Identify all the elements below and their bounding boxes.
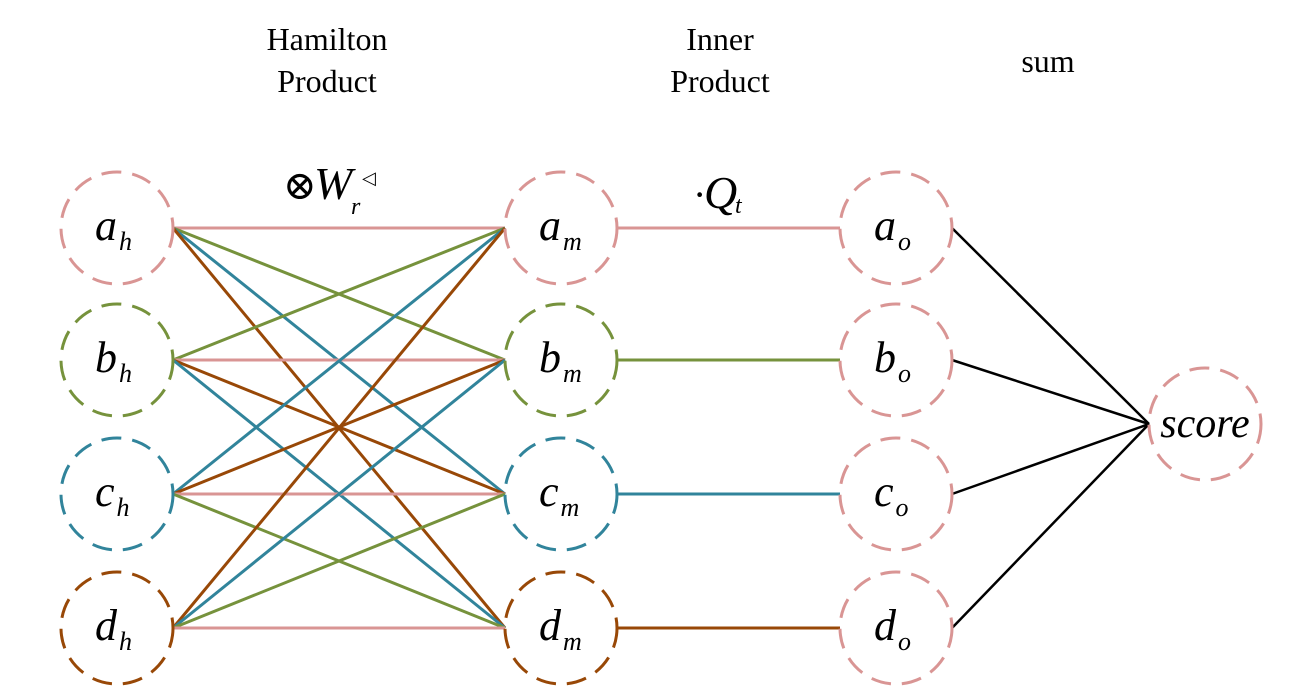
header-inner-line2: Product bbox=[670, 63, 770, 99]
node-label-d_o: do bbox=[874, 601, 911, 656]
sum-edge-d_o-score bbox=[951, 423, 1150, 629]
node-circle-a_h bbox=[59, 170, 175, 286]
node-subscript-c_h: h bbox=[117, 493, 130, 522]
node-score: score bbox=[1147, 366, 1263, 482]
hamilton-edge-c_h-a_m bbox=[172, 226, 506, 496]
node-label-b_o: bo bbox=[874, 333, 911, 388]
node-label-a_m: am bbox=[539, 201, 582, 256]
node-subscript-c_m: m bbox=[561, 493, 580, 522]
node-subscript-d_o: o bbox=[898, 627, 911, 656]
node-b_m: bm bbox=[503, 302, 619, 418]
node-letter-d_o: d bbox=[874, 601, 897, 650]
node-subscript-b_m: m bbox=[563, 359, 582, 388]
header-inner-product: Inner Product bbox=[620, 18, 820, 102]
node-d_o: do bbox=[838, 570, 954, 686]
node-circle-c_m bbox=[503, 436, 619, 552]
edges-layer bbox=[171, 226, 1150, 630]
node-circle-d_m bbox=[503, 570, 619, 686]
w-base: W bbox=[314, 158, 356, 209]
q-subscript: t bbox=[735, 193, 743, 219]
w-superscript: ◁ bbox=[362, 168, 376, 188]
node-circle-d_h bbox=[59, 570, 175, 686]
node-letter-c_h: c bbox=[95, 467, 115, 516]
hamilton-edge-b_h-a_m bbox=[172, 226, 506, 362]
node-a_m: am bbox=[503, 170, 619, 286]
q-base: Q bbox=[704, 167, 737, 218]
node-d_m: dm bbox=[503, 570, 619, 686]
node-letter-c_o: c bbox=[874, 467, 894, 516]
node-circle-c_h bbox=[59, 436, 175, 552]
node-letter-a_h: a bbox=[95, 201, 117, 250]
node-c_o: co bbox=[838, 436, 954, 552]
node-label-c_o: co bbox=[874, 467, 909, 522]
node-circle-b_o bbox=[838, 302, 954, 418]
otimes-symbol: ⊗ bbox=[283, 163, 317, 208]
node-subscript-d_m: m bbox=[563, 627, 582, 656]
w-subscript: r bbox=[351, 194, 361, 220]
node-b_o: bo bbox=[838, 302, 954, 418]
hamilton-edge-d_h-b_m bbox=[172, 358, 506, 630]
node-subscript-d_h: h bbox=[119, 627, 132, 656]
node-circle-c_o bbox=[838, 436, 954, 552]
node-subscript-a_h: h bbox=[119, 227, 132, 256]
hamilton-edge-d_h-c_m bbox=[172, 492, 506, 630]
node-label-b_m: bm bbox=[539, 333, 582, 388]
node-c_h: ch bbox=[59, 436, 175, 552]
node-letter-b_o: b bbox=[874, 333, 896, 382]
node-letter-b_h: b bbox=[95, 333, 117, 382]
node-label-a_o: ao bbox=[874, 201, 911, 256]
node-label-a_h: ah bbox=[95, 201, 132, 256]
node-subscript-b_h: h bbox=[119, 359, 132, 388]
header-sum: sum bbox=[988, 40, 1108, 82]
hamilton-edge-d_h-a_m bbox=[171, 227, 507, 629]
node-label-score: score bbox=[1160, 401, 1249, 447]
inner-operator: · Q t bbox=[693, 167, 743, 219]
node-letter-d_h: d bbox=[95, 601, 118, 650]
node-circle-d_o bbox=[838, 570, 954, 686]
sum-edge-a_o-score bbox=[951, 227, 1150, 425]
node-label-c_m: cm bbox=[539, 467, 579, 522]
node-b_h: bh bbox=[59, 302, 175, 418]
node-circle-a_o bbox=[838, 170, 954, 286]
node-label-d_m: dm bbox=[539, 601, 582, 656]
node-label-c_h: ch bbox=[95, 467, 130, 522]
node-label-b_h: bh bbox=[95, 333, 132, 388]
node-label-d_h: dh bbox=[95, 601, 132, 656]
node-letter-d_m: d bbox=[539, 601, 562, 650]
header-hamilton-line1: Hamilton bbox=[266, 21, 388, 57]
sum-edge-c_o-score bbox=[951, 422, 1150, 496]
node-c_m: cm bbox=[503, 436, 619, 552]
header-hamilton-product: Hamilton Product bbox=[227, 18, 427, 102]
node-circle-b_h bbox=[59, 302, 175, 418]
node-d_h: dh bbox=[59, 570, 175, 686]
header-hamilton-line2: Product bbox=[277, 63, 377, 99]
node-subscript-b_o: o bbox=[898, 359, 911, 388]
node-subscript-c_o: o bbox=[896, 493, 909, 522]
node-subscript-a_o: o bbox=[898, 227, 911, 256]
node-letter-a_m: a bbox=[539, 201, 561, 250]
node-a_o: ao bbox=[838, 170, 954, 286]
sum-edge-b_o-score bbox=[951, 358, 1150, 426]
hamilton-operator: ⊗ W r ◁ bbox=[283, 158, 376, 220]
node-a_h: ah bbox=[59, 170, 175, 286]
node-circle-a_m bbox=[503, 170, 619, 286]
header-sum-label: sum bbox=[1021, 43, 1075, 79]
node-circle-b_m bbox=[503, 302, 619, 418]
node-subscript-a_m: m bbox=[563, 227, 582, 256]
header-inner-line1: Inner bbox=[686, 21, 754, 57]
dot-symbol: · bbox=[693, 172, 706, 217]
node-letter-b_m: b bbox=[539, 333, 561, 382]
node-circle-score bbox=[1147, 366, 1263, 482]
node-letter-a_o: a bbox=[874, 201, 896, 250]
node-letter-c_m: c bbox=[539, 467, 559, 516]
